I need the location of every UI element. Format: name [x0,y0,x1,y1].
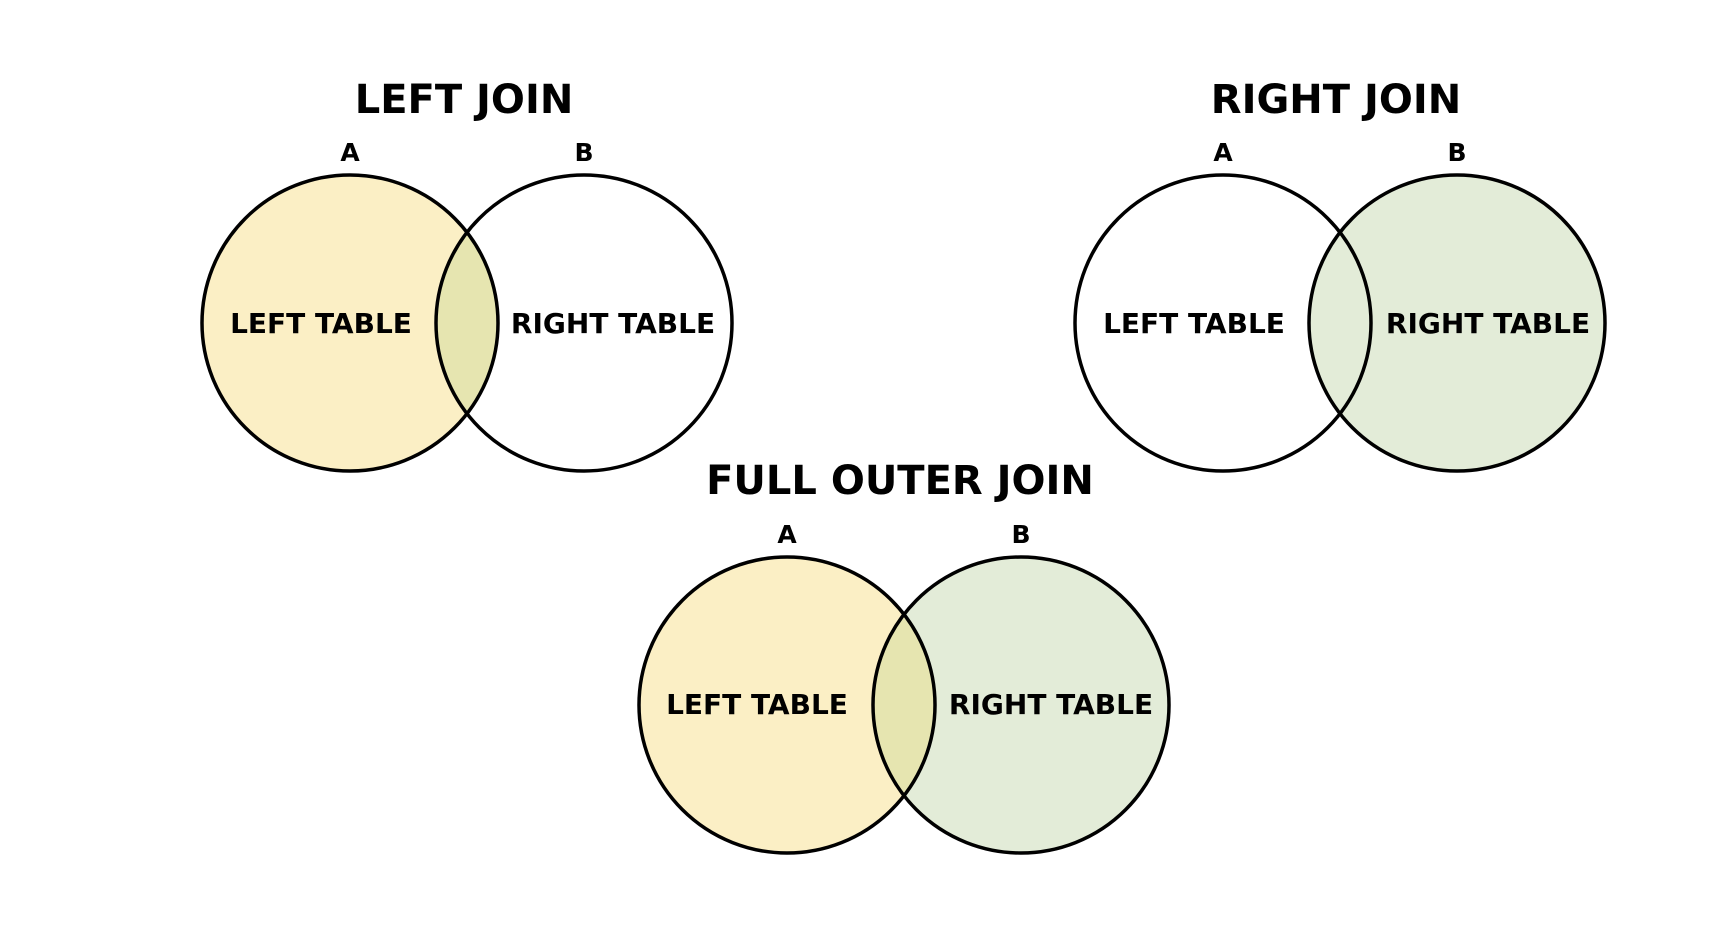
full-outer-join-title: FULL OUTER JOIN [706,458,1094,504]
left-join-set-a-circle [200,173,500,473]
full-outer-join-set-a-fill [639,557,935,853]
full-outer-join-set-b-fill [873,557,1169,853]
right-join-left-table-label: LEFT TABLE [1103,307,1285,340]
right-join-set-a-letter: A [1213,138,1233,167]
full-outer-join-right-table-label: RIGHT TABLE [949,688,1153,721]
left-join-left-table-label: LEFT TABLE [230,307,412,340]
full-outer-join-set-a-circle [637,555,937,855]
right-join-set-a-circle [1073,173,1373,473]
full-outer-join-set-b-letter: B [1011,520,1030,549]
right-join-right-table-label: RIGHT TABLE [1386,307,1590,340]
left-join-set-a-fill [202,175,498,471]
right-join-set-b-letter: B [1447,138,1466,167]
left-join-diagram: LEFT JOIN A B LEFT TABLE RIGHT TABLE [200,77,734,473]
right-join-set-b-fill [1309,175,1605,471]
full-outer-join-diagram: FULL OUTER JOIN A B LEFT TABLE RIGHT TAB… [637,458,1171,855]
full-outer-join-set-a-letter: A [777,520,797,549]
left-join-set-a-letter: A [340,138,360,167]
left-join-title: LEFT JOIN [355,77,574,123]
left-join-set-b-circle [434,173,734,473]
left-join-set-b-letter: B [574,138,593,167]
full-outer-join-left-table-label: LEFT TABLE [666,688,848,721]
right-join-diagram: RIGHT JOIN A B LEFT TABLE RIGHT TABLE [1073,77,1607,473]
right-join-title: RIGHT JOIN [1211,77,1461,123]
full-outer-join-set-b-circle [871,555,1171,855]
right-join-set-b-circle [1307,173,1607,473]
left-join-right-table-label: RIGHT TABLE [511,307,715,340]
